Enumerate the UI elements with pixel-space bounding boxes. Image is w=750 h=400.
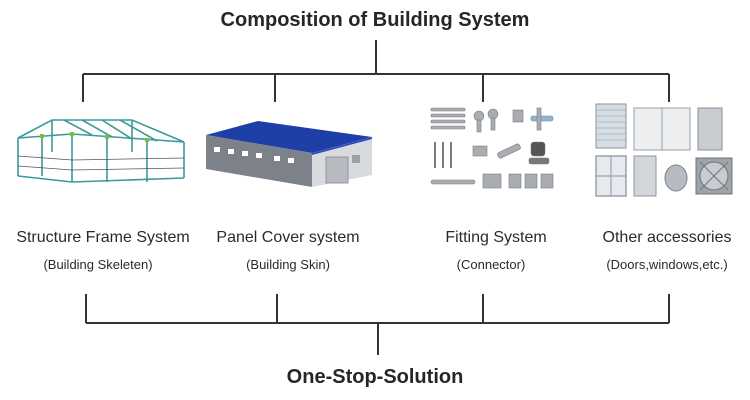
component-sub-structure-frame: (Building Skeleten) <box>43 257 153 272</box>
warehouse-icon <box>206 121 372 187</box>
doors-windows-icon <box>595 103 733 197</box>
component-sub-panel-cover: (Building Skin) <box>246 257 330 272</box>
steel-frame-icon <box>17 119 185 183</box>
component-sub-other-accessories: (Doors,windows,etc.) <box>606 257 728 272</box>
diagram-title: Composition of Building System <box>220 9 530 31</box>
fittings-icon <box>430 107 554 189</box>
component-label-fitting: Fitting System <box>445 229 547 246</box>
component-label-panel-cover: Panel Cover system <box>216 229 360 246</box>
component-label-other-accessories: Other accessories <box>602 229 732 246</box>
component-sub-fitting: (Connector) <box>456 257 526 272</box>
component-label-structure-frame: Structure Frame System <box>16 229 190 246</box>
bottom-title: One-Stop-Solution <box>286 366 464 388</box>
